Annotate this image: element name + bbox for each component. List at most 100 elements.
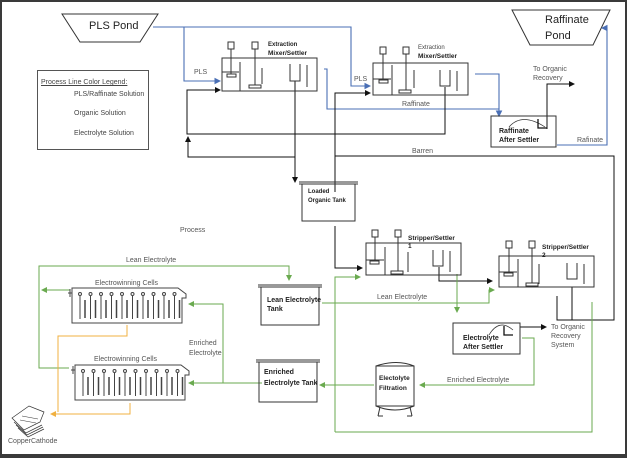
extraction-2-label-2: Mixer/Settler (418, 53, 458, 60)
enriched-tank-label-1: Enriched (264, 369, 294, 376)
ew-bottom-left-in (38, 266, 69, 369)
electrode-hanger (99, 292, 103, 296)
ext1-to-ext1-return (185, 136, 295, 158)
electrode-hanger (133, 369, 138, 373)
enriched-electrolyte-bottom-label: Enriched Electrolyte (447, 377, 510, 384)
lean-electrolyte-top (38, 265, 292, 290)
raffinate-after-settler-label-2: After Settler (499, 137, 540, 144)
stripper-1-label-1: Stripper/Settler (408, 235, 455, 242)
cell-tank (74, 364, 190, 401)
electrolyte-filtration-vessel (375, 362, 415, 417)
raffinate-after-settler (490, 115, 557, 148)
enriched-tank-label-2: Electrolyte Tank (264, 380, 318, 387)
raffinate-flow-label: Raffinate (402, 101, 430, 108)
lean-electrolyte-top-label: Lean Electrolyte (126, 257, 177, 264)
raffinate-pond-label-2: Pond (545, 30, 571, 42)
pls-pond-label: PLS Pond (89, 20, 139, 32)
stripper-settler-2 (498, 240, 595, 288)
enriched-electrolyte-label-1: Enriched (189, 340, 217, 347)
ew-top-cathode-out (57, 325, 128, 412)
electrode-hanger (151, 292, 156, 296)
barren-flow-label: Barren (412, 148, 434, 155)
loaded-organic-label-2: Organic Tank (308, 198, 346, 204)
enriched-from-settler (419, 337, 535, 388)
electrode-hanger (123, 369, 127, 373)
lean-tank-to-stripper2 (322, 287, 495, 304)
electrolyte-settler-label-1: Electrolyte (463, 335, 499, 342)
raffinate-line (324, 68, 503, 118)
cell-tank (71, 287, 187, 324)
loaded-organic-tank (299, 181, 358, 222)
electrode-hanger (91, 369, 96, 373)
copper-cathode-lines (50, 325, 131, 417)
to-organic-recovery-label-2: Recovery (533, 75, 563, 82)
legend-box (37, 70, 149, 150)
electrode-hanger (120, 292, 124, 296)
organic-lines (185, 81, 615, 330)
lean-tank-label-2: Tank (267, 306, 283, 313)
extraction-mixer-settler-1 (221, 41, 318, 92)
copper-cathode-label: CopperCathode (8, 438, 58, 445)
ew-bottom-cathode-out (50, 403, 131, 417)
to-organic-recovery-label-1: To Organic (533, 66, 567, 73)
electrode-hanger (102, 369, 106, 373)
electrowinning-cells-bottom (71, 364, 190, 401)
electrode-hanger (88, 292, 93, 296)
organic-recycle-1 (186, 87, 446, 135)
enriched-electrolyte-label-2: Electrolyte (189, 350, 222, 357)
ew-cells-top-label: Electrowinning Cells (95, 280, 159, 287)
enriched-up-to-ew-top (188, 301, 224, 383)
stripper-2-label-2: 2 (542, 252, 546, 259)
filtration-label-1: Electolyte (379, 375, 410, 382)
copper-cathode-icon (11, 405, 45, 438)
extraction-mixer-settler-2 (372, 46, 469, 96)
ew-cells-bottom-label: Electrowinning Cells (94, 356, 158, 363)
electrode-hanger (172, 292, 177, 296)
pls-pond-shape (61, 13, 159, 43)
lean-electrolyte-tank (258, 284, 322, 326)
rafinate-flow-label: Rafinate (577, 137, 604, 144)
electrode-hanger (112, 369, 117, 373)
legend-item-pls-raffinate: PLS/Raffinate Solution (74, 91, 145, 98)
electrolyte-after-settler (452, 322, 521, 355)
electrode-hanger (175, 369, 180, 373)
electrowinning-cells-top (68, 287, 187, 324)
extraction-1-label-1: Extraction (268, 42, 298, 48)
rafinate-return-line (557, 24, 608, 146)
cell-inlet (71, 366, 75, 374)
electrode-hanger (78, 292, 82, 296)
pls-line-2 (184, 26, 372, 90)
to-organic-recovery-system-label-2: Recovery (551, 333, 581, 340)
ext2-raffinate-out (475, 73, 500, 109)
pls-flow-label-2: PLS (354, 76, 368, 83)
barren-to-ext2 (334, 90, 371, 192)
cell-inlet (68, 289, 72, 297)
electrode-hanger (165, 369, 169, 373)
lean-tank-label-1: Lean Electrolyte (267, 297, 322, 304)
big-loop (335, 302, 593, 433)
extraction-1-label-2: Mixer/Settler (268, 50, 308, 57)
enriched-electrolyte-tank (256, 359, 320, 403)
stripper1-green-in (334, 274, 361, 432)
raffinate-after-settler-label-1: Raffinate (499, 128, 529, 135)
electrode-hanger (162, 292, 166, 296)
legend-title: Process Line Color Legend: (41, 79, 128, 86)
lean-electrolyte-mid-label: Lean Electrolyte (377, 294, 428, 301)
legend-item-electrolyte: Electrolyte Solution (74, 130, 134, 137)
electrolyte-lines (38, 265, 593, 433)
pls-raffinate-lines (153, 24, 608, 146)
stripper1-to-stripper2 (438, 267, 493, 284)
stripper-2-label-1: Stripper/Settler (542, 244, 589, 251)
electrode-hanger (81, 369, 85, 373)
raffinate-pond-shape (511, 9, 611, 46)
pls-line-1 (153, 26, 222, 85)
stripper-settler-1 (365, 229, 462, 276)
electrode-hanger (109, 292, 114, 296)
filtration-label-2: Filtration (379, 385, 407, 392)
electrode-hanger (141, 292, 145, 296)
electrode-hanger (130, 292, 135, 296)
to-organic-recovery-system-label-3: System (551, 342, 575, 349)
electrode-hanger (144, 369, 148, 373)
